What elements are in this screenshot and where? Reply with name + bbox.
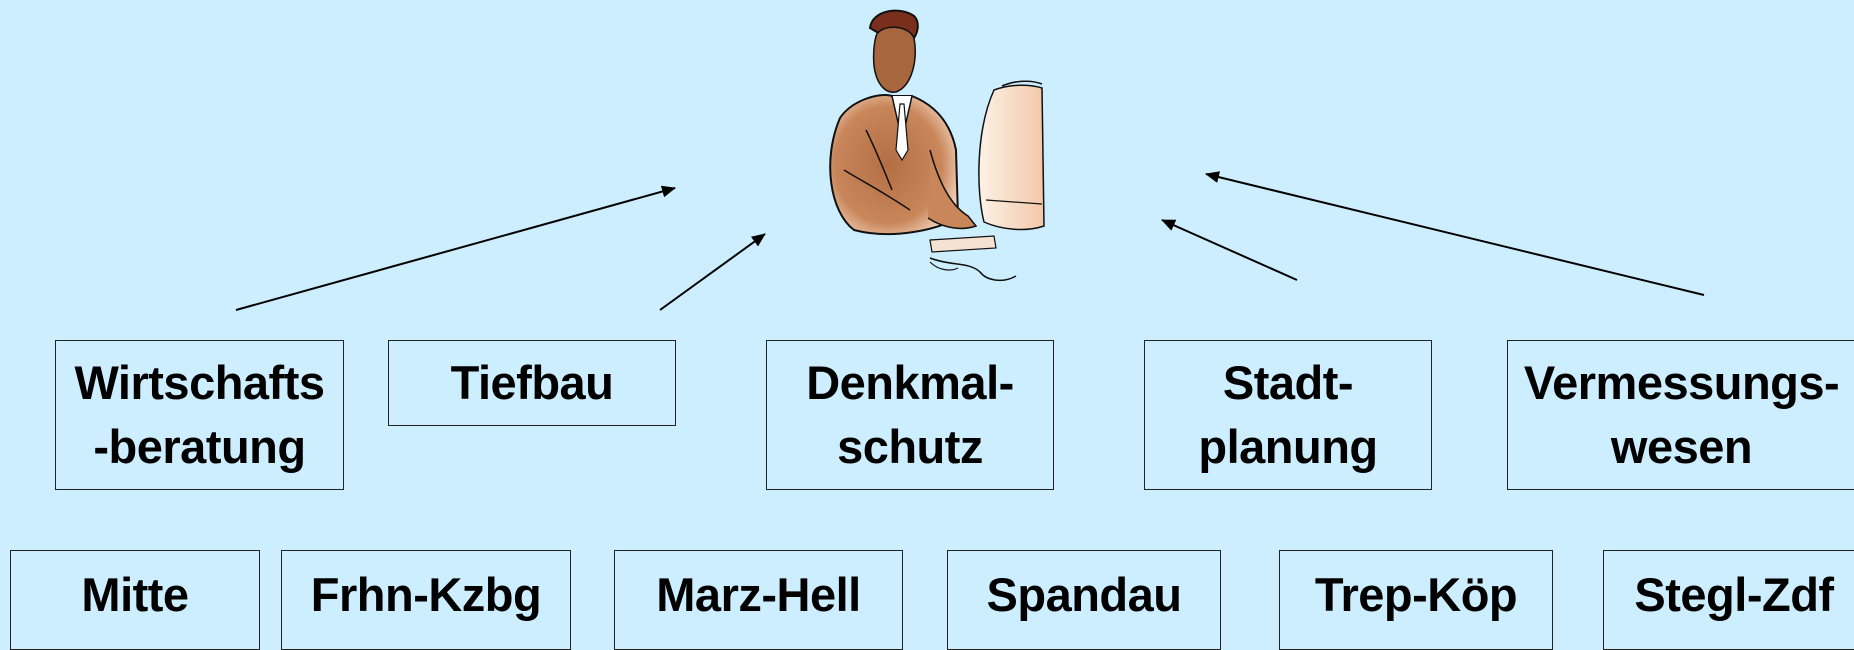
arrow-wirtschaft [235, 185, 676, 311]
district-label: Spandau [986, 568, 1182, 621]
box-district-mitte: Mitte [10, 550, 260, 650]
box-label-line2: -beratung [93, 420, 306, 473]
box-district-spandau: Spandau [947, 550, 1221, 650]
district-label: Marz-Hell [656, 568, 861, 621]
box-label-line1: Tiefbau [450, 356, 614, 409]
box-district-stegl-zdf: Stegl-Zdf [1603, 550, 1854, 650]
district-label: Mitte [81, 568, 189, 621]
box-label-line1: Stadt- [1222, 356, 1354, 409]
arrow-vermessung [1205, 171, 1705, 296]
box-district-frhn-kzbg: Frhn-Kzbg [281, 550, 571, 650]
arrow-tiefbau [659, 233, 766, 311]
box-district-trep-koep: Trep-Köp [1279, 550, 1553, 650]
box-tiefbau: Tiefbau [388, 340, 676, 426]
box-vermessungswesen: Vermessungs- wesen [1507, 340, 1854, 490]
box-stadtplanung: Stadt- planung [1144, 340, 1432, 490]
box-label-line2: wesen [1610, 420, 1753, 473]
arrow-stadt [1161, 219, 1298, 281]
district-label: Trep-Köp [1314, 568, 1518, 621]
box-wirtschaftsberatung: Wirtschafts -beratung [55, 340, 344, 490]
box-label-line2: schutz [837, 420, 983, 473]
box-label-line1: Wirtschafts [74, 356, 325, 409]
diagram-canvas [235, 171, 1705, 311]
box-label-line1: Vermessungs- [1523, 356, 1840, 409]
box-label-line2: planung [1198, 420, 1378, 473]
box-label-line1: Denkmal- [806, 356, 1014, 409]
person-at-computer-icon [829, 9, 1045, 282]
box-district-marz-hell: Marz-Hell [614, 550, 903, 650]
district-label: Frhn-Kzbg [310, 568, 542, 621]
district-label: Stegl-Zdf [1634, 568, 1834, 621]
box-denkmalschutz: Denkmal- schutz [766, 340, 1054, 490]
